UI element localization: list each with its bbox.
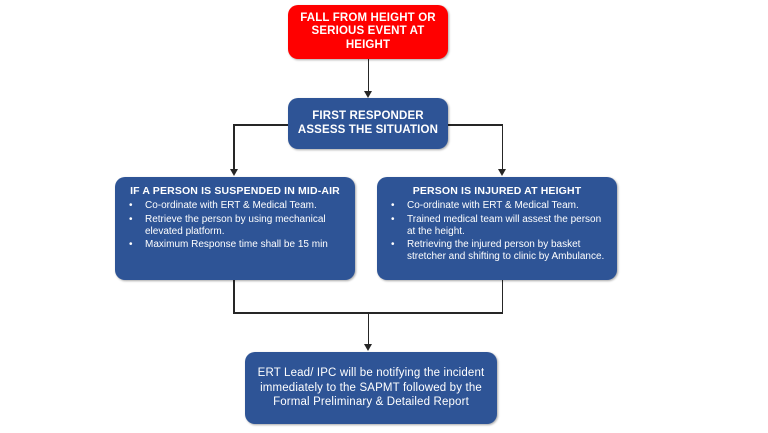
list-item-text: Co-ordinate with ERT & Medical Team. [145, 200, 317, 212]
list-item-text: Co-ordinate with ERT & Medical Team. [407, 200, 579, 212]
list-item: • Co-ordinate with ERT & Medical Team. [383, 200, 611, 212]
node-report-notification-label: ERT Lead/ IPC will be notifying the inci… [257, 366, 485, 409]
list-item: • Retrieve the person by using mechanica… [121, 214, 349, 238]
list-item-text: Trained medical team will assest the per… [407, 213, 602, 237]
connector-split-left-down [233, 124, 235, 170]
connector-split-left [233, 124, 289, 126]
bullet-icon: • [391, 200, 395, 212]
node-person-injured-bullets: • Co-ordinate with ERT & Medical Team. •… [383, 200, 611, 264]
list-item-text: Retrieve the person by using mechanical … [145, 213, 326, 237]
node-report-notification[interactable]: ERT Lead/ IPC will be notifying the inci… [245, 352, 497, 424]
node-person-suspended-bullets: • Co-ordinate with ERT & Medical Team. •… [121, 200, 349, 252]
node-person-suspended-heading: IF A PERSON IS SUSPENDED IN MID-AIR [130, 185, 340, 197]
list-item-text: Retrieving the injured person by basket … [407, 238, 605, 263]
list-item-text: Maximum Response time shall be 15 min [145, 238, 328, 250]
node-incident-label: FALL FROM HEIGHT OR SERIOUS EVENT AT HEI… [300, 11, 436, 51]
node-person-injured[interactable]: PERSON IS INJURED AT HEIGHT • Co-ordinat… [377, 177, 617, 280]
node-first-responder[interactable]: FIRST RESPONDER ASSESS THE SITUATION [288, 98, 448, 149]
connector-split-right-down [501, 124, 503, 170]
node-person-suspended[interactable]: IF A PERSON IS SUSPENDED IN MID-AIR • Co… [115, 177, 355, 280]
node-person-injured-heading: PERSON IS INJURED AT HEIGHT [412, 185, 582, 197]
arrowhead-report [364, 344, 372, 351]
list-item: • Maximum Response time shall be 15 min [121, 239, 349, 251]
list-item: • Co-ordinate with ERT & Medical Team. [121, 200, 349, 212]
connector-split-right [447, 124, 503, 126]
arrowhead-suspended [229, 169, 238, 176]
connector-incident-to-responder [367, 59, 369, 92]
arrowhead-responder [364, 91, 372, 98]
bullet-icon: • [129, 238, 133, 250]
bullet-icon: • [129, 213, 133, 225]
node-incident[interactable]: FALL FROM HEIGHT OR SERIOUS EVENT AT HEI… [288, 5, 448, 59]
bullet-icon: • [391, 238, 395, 250]
list-item: • Retrieving the injured person by baske… [383, 239, 611, 263]
bullet-icon: • [129, 200, 133, 212]
node-first-responder-label: FIRST RESPONDER ASSESS THE SITUATION [297, 109, 439, 136]
connector-injured-down [501, 280, 503, 313]
list-item: • Trained medical team will assest the p… [383, 214, 611, 238]
connector-merge-to-report [367, 312, 369, 345]
arrowhead-injured [498, 169, 506, 176]
bullet-icon: • [391, 213, 395, 225]
connector-suspended-down [233, 280, 235, 313]
